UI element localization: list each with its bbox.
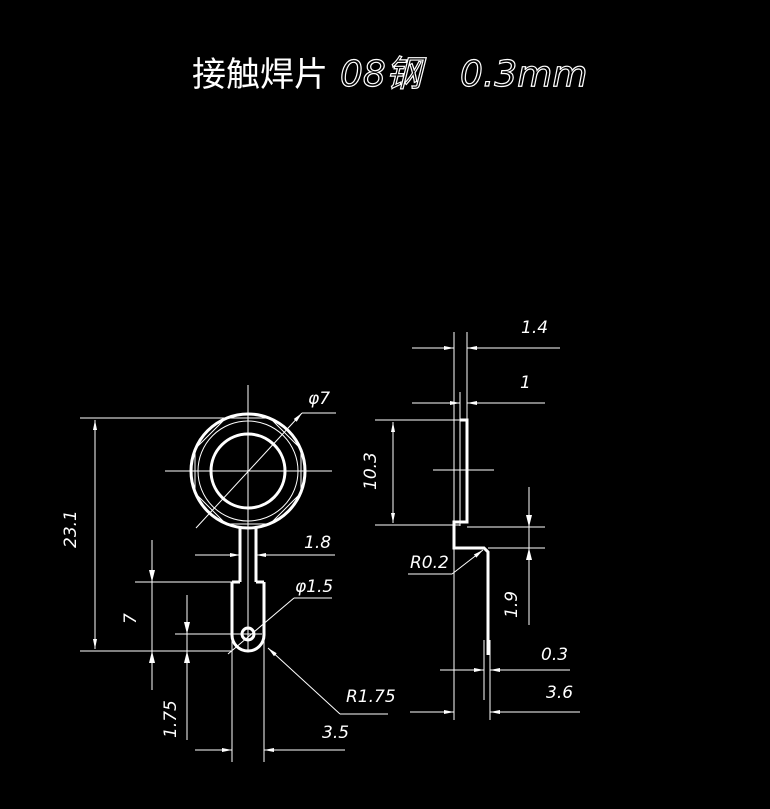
title-thickness: 0.3mm — [460, 54, 587, 95]
dim-end-radius: R1.75 — [346, 687, 396, 707]
radius-leader-diag — [267, 647, 341, 715]
hole-leader — [227, 597, 295, 655]
sv-19-arrow-top — [526, 515, 532, 527]
title-part-name: 接触焊片 — [192, 55, 328, 95]
dim-upper-height: 10.3 — [361, 452, 381, 490]
offset-arrow-top — [184, 622, 190, 634]
dia7-leader — [195, 412, 303, 529]
offset-arrow-bottom — [184, 651, 190, 663]
dim-outer-diameter: φ7 — [308, 389, 330, 409]
side-view: 1.4 1 10.3 R0.2 1.9 0.3 3.6 — [361, 318, 580, 720]
dim-hole-offset: 1.75 — [161, 700, 181, 738]
title-block: 接触焊片 08钢 0.3mm — [192, 53, 588, 95]
dim-offset: 1.9 — [502, 591, 522, 618]
dim-neck-width: 1.8 — [304, 533, 331, 553]
r02-leader-diag — [451, 549, 484, 575]
dim-top-flange: 1 — [520, 373, 531, 393]
sv-19-arrow-bot — [526, 548, 532, 560]
title-material: 08钢 — [340, 54, 427, 95]
dim-top-width: 1.4 — [521, 318, 548, 338]
dim-tab-length: 7 — [121, 613, 141, 624]
dim-hole-diameter: φ1.5 — [295, 577, 333, 597]
tab-len-arrow-bottom — [149, 651, 155, 663]
dim-total-width: 3.6 — [546, 683, 573, 703]
outer-facet — [194, 417, 302, 525]
front-view: φ7 1.8 φ1.5 R1.75 23.1 — [61, 385, 396, 762]
dim-bend-radius: R0.2 — [410, 553, 449, 573]
dim-total-length: 23.1 — [61, 510, 81, 548]
dim-thickness: 0.3 — [541, 645, 568, 665]
dim-tab-width: 3.5 — [322, 723, 349, 743]
tab-end-arc — [230, 634, 266, 653]
side-profile — [452, 418, 490, 655]
tab-len-arrow-top — [149, 570, 155, 582]
